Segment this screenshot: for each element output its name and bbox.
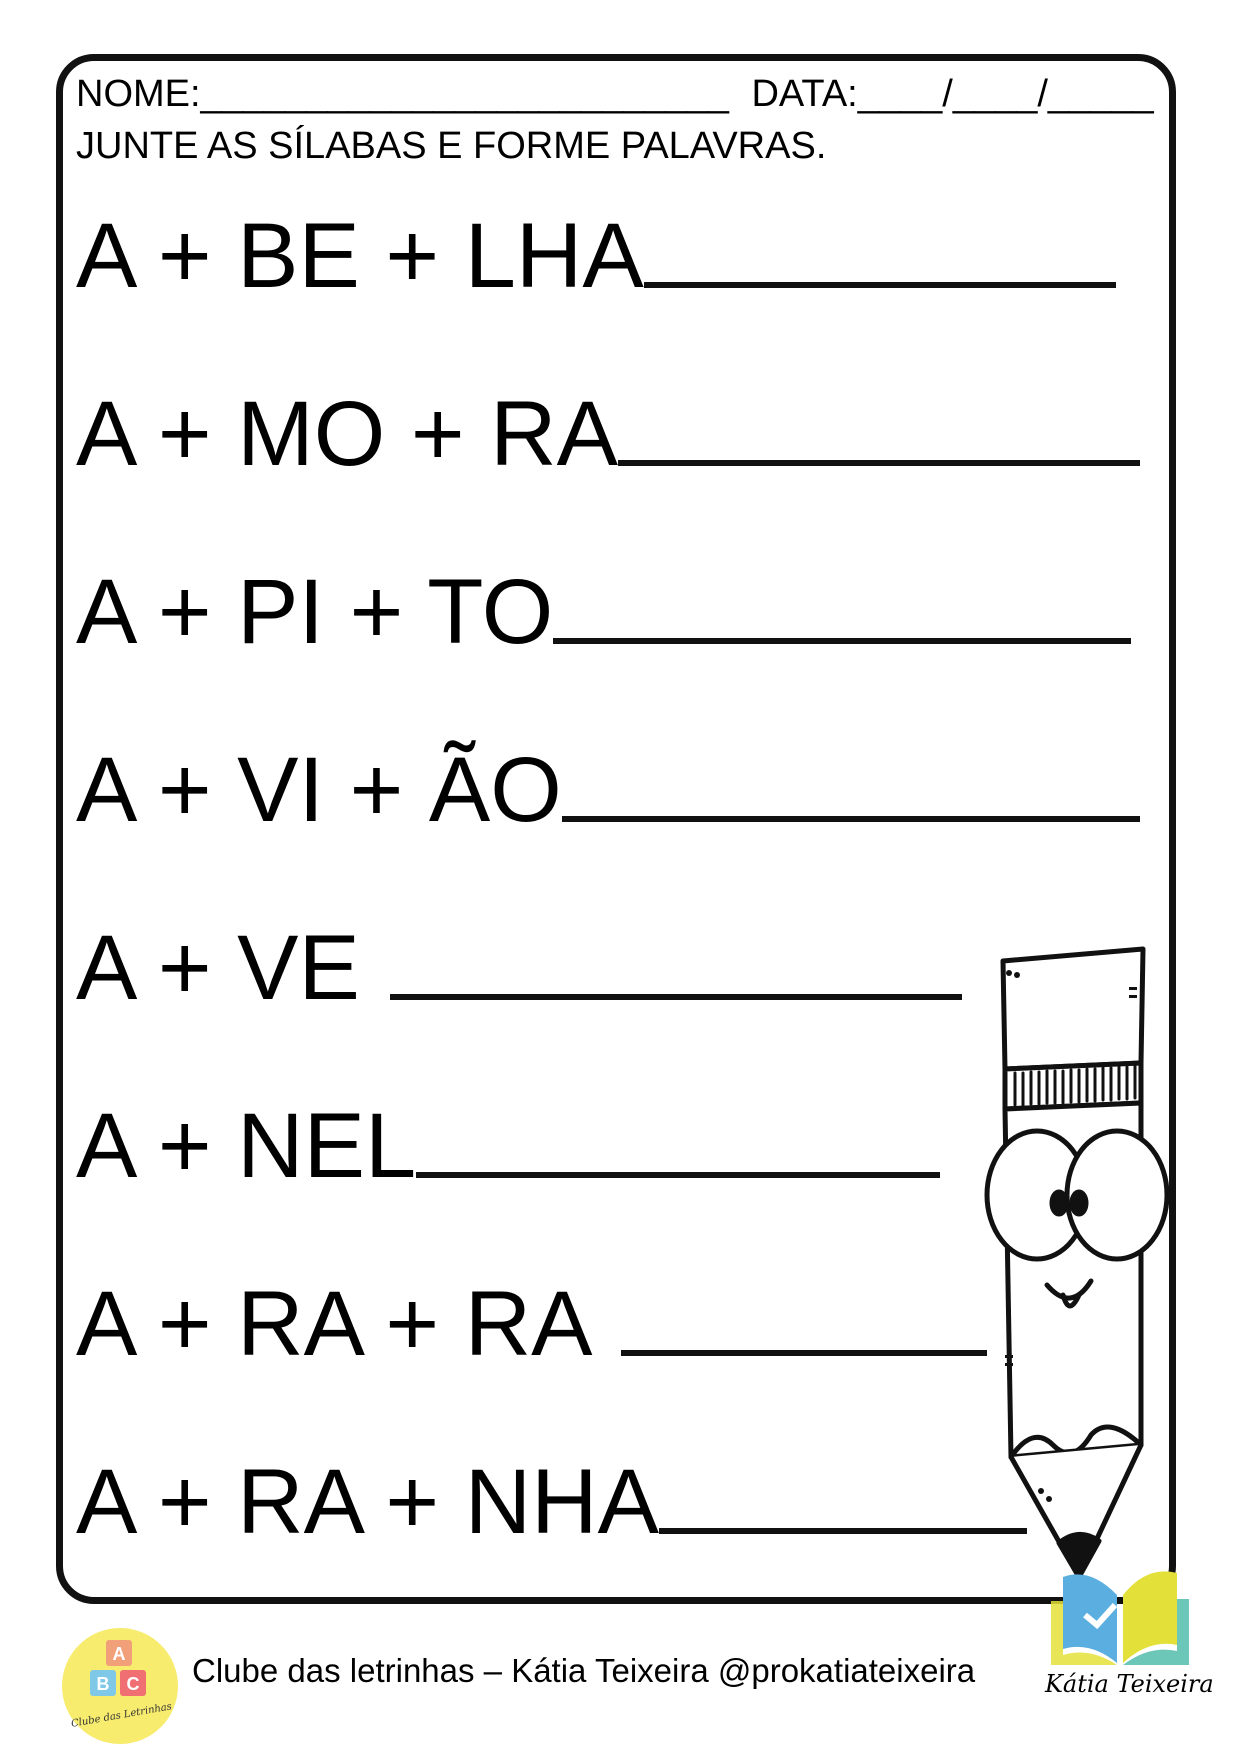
exercise-row: A + MO + RA xyxy=(76,388,1140,480)
exercise-row: A + VI + ÃO xyxy=(76,744,1140,836)
exercise-row: A + RA + NHA xyxy=(76,1456,1027,1548)
answer-blank[interactable] xyxy=(617,460,1140,466)
answer-blank[interactable] xyxy=(620,1350,987,1356)
date-field[interactable]: DATA:____/____/_____ xyxy=(751,73,1154,115)
syllables-text: A + RA + NHA xyxy=(76,1451,659,1553)
svg-text:B: B xyxy=(97,1674,110,1694)
answer-blank[interactable] xyxy=(389,994,962,1000)
syllables-text: A + BE + LHA xyxy=(76,205,644,307)
signature-text: Kátia Teixeira xyxy=(1045,1670,1214,1698)
svg-text:C: C xyxy=(127,1674,140,1694)
answer-blank[interactable] xyxy=(561,816,1140,822)
footer-credit: Clube das letrinhas – Kátia Teixeira @pr… xyxy=(192,1652,976,1689)
instruction-text: JUNTE AS SÍLABAS E FORME PALAVRAS. xyxy=(76,125,827,167)
syllables-text: A + NEL xyxy=(76,1095,417,1197)
answer-blank[interactable] xyxy=(643,282,1116,288)
svg-text:A: A xyxy=(113,1644,126,1664)
exercise-row: A + NEL xyxy=(76,1095,941,1197)
worksheet-frame xyxy=(56,54,1176,1604)
clube-das-letrinhas-logo: A B C Clube das Letrinhas xyxy=(62,1628,178,1744)
exercise-row: A + RA + RA xyxy=(76,1278,987,1370)
syllables-text: A + VI + ÃO xyxy=(76,739,562,841)
exercise-row: A + BE + LHA xyxy=(76,210,1116,302)
syllables-text: A + PI + TO xyxy=(76,561,554,663)
open-book-logo-icon xyxy=(1051,1571,1189,1665)
answer-blank[interactable] xyxy=(553,638,1132,644)
pencil-character-illustration xyxy=(984,946,1170,1580)
syllables-text: A + MO + RA xyxy=(76,383,618,485)
exercise-row: A + VE xyxy=(76,922,962,1014)
name-field[interactable]: NOME:_________________________ xyxy=(76,73,729,115)
header-fields: NOME:_________________________ DATA:____… xyxy=(76,74,1154,114)
exercise-row: A + PI + TO xyxy=(76,561,1132,663)
answer-blank[interactable] xyxy=(658,1528,1027,1534)
syllables-text: A + VE xyxy=(76,917,360,1019)
syllables-text: A + RA + RA xyxy=(76,1273,593,1375)
answer-blank[interactable] xyxy=(416,1172,941,1178)
